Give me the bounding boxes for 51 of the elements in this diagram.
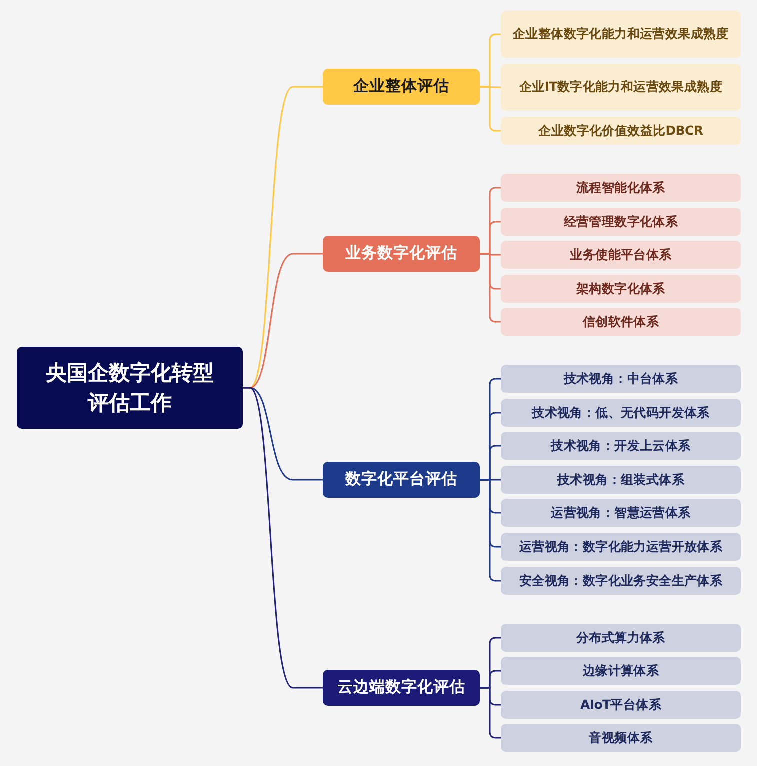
- root-topic-box: [17, 347, 243, 429]
- connector-line: [480, 687, 501, 739]
- leaf-topic-text: 技术视角：低、无代码开发体系: [532, 404, 710, 422]
- leaf-topic-text: 企业IT数字化能力和运营效果成熟度: [519, 78, 723, 96]
- branch-topic-text: 业务数字化评估: [346, 243, 458, 264]
- leaf-topic-box: [501, 691, 741, 719]
- leaf-topic-box: [501, 399, 741, 427]
- leaf-topic-box: [501, 208, 741, 236]
- leaf-topic-box: [501, 275, 741, 303]
- leaf-topic-box: [501, 499, 741, 527]
- branch-topic-box: [323, 462, 480, 498]
- leaf-topic-text: 企业数字化价值效益比DBCR: [538, 122, 704, 140]
- leaf-topic-text: 技术视角：组装式体系: [557, 470, 684, 489]
- leaf-topic-box: [501, 365, 741, 393]
- leaf-topic-text: AIoT平台体系: [580, 696, 662, 714]
- leaf-topic-box: [501, 11, 741, 58]
- leaf-topic-text: 运营视角：数字化能力运营开放体系: [519, 538, 723, 556]
- leaf-topic-box: [501, 241, 741, 269]
- leaf-topic-text: 边缘计算体系: [582, 662, 660, 680]
- connector-line: [243, 387, 323, 689]
- leaf-topic-box: [501, 567, 741, 595]
- leaf-topic-text: 业务使能平台体系: [570, 246, 672, 264]
- leaf-topic-box: [501, 432, 741, 460]
- branch-topic-text: 企业整体评估: [354, 76, 450, 98]
- leaf-topic-box: [501, 624, 741, 652]
- root-topic-text: 央国企数字化转型评估工作: [44, 360, 215, 417]
- leaf-topic-box: [501, 174, 741, 202]
- leaf-topic-text: 企业整体数字化能力和运营效果成熟度: [513, 25, 729, 44]
- branch-topic-box: [323, 69, 480, 105]
- connector-line: [480, 86, 501, 132]
- leaf-topic-box: [501, 657, 741, 685]
- leaf-topic-text: 技术视角：中台体系: [564, 370, 678, 388]
- branch-topic-text: 数字化平台评估: [346, 469, 458, 490]
- leaf-topic-text: 架构数字化体系: [576, 280, 666, 298]
- branch-topic-text: 云边端数字化评估: [338, 677, 466, 698]
- leaf-topic-text: 运营视角：智慧运营体系: [551, 504, 691, 522]
- branch-topic-box: [323, 236, 480, 272]
- leaf-topic-text: 流程智能化体系: [576, 178, 666, 197]
- leaf-topic-box: [501, 533, 741, 561]
- leaf-topic-text: 安全视角：数字化业务安全生产体系: [519, 572, 723, 590]
- leaf-topic-text: 音视频体系: [589, 728, 653, 747]
- leaf-topic-text: 信创软件体系: [582, 312, 660, 331]
- branch-topic-box: [323, 670, 480, 706]
- leaf-topic-box: [501, 466, 741, 494]
- leaf-topic-text: 分布式算力体系: [576, 628, 666, 647]
- leaf-topic-text: 技术视角：开发上云体系: [551, 436, 691, 455]
- leaf-topic-box: [501, 724, 741, 752]
- leaf-topic-text: 经营管理数字化体系: [564, 212, 678, 231]
- leaf-topic-box: [501, 117, 741, 145]
- leaf-topic-box: [501, 308, 741, 336]
- leaf-topic-box: [501, 64, 741, 111]
